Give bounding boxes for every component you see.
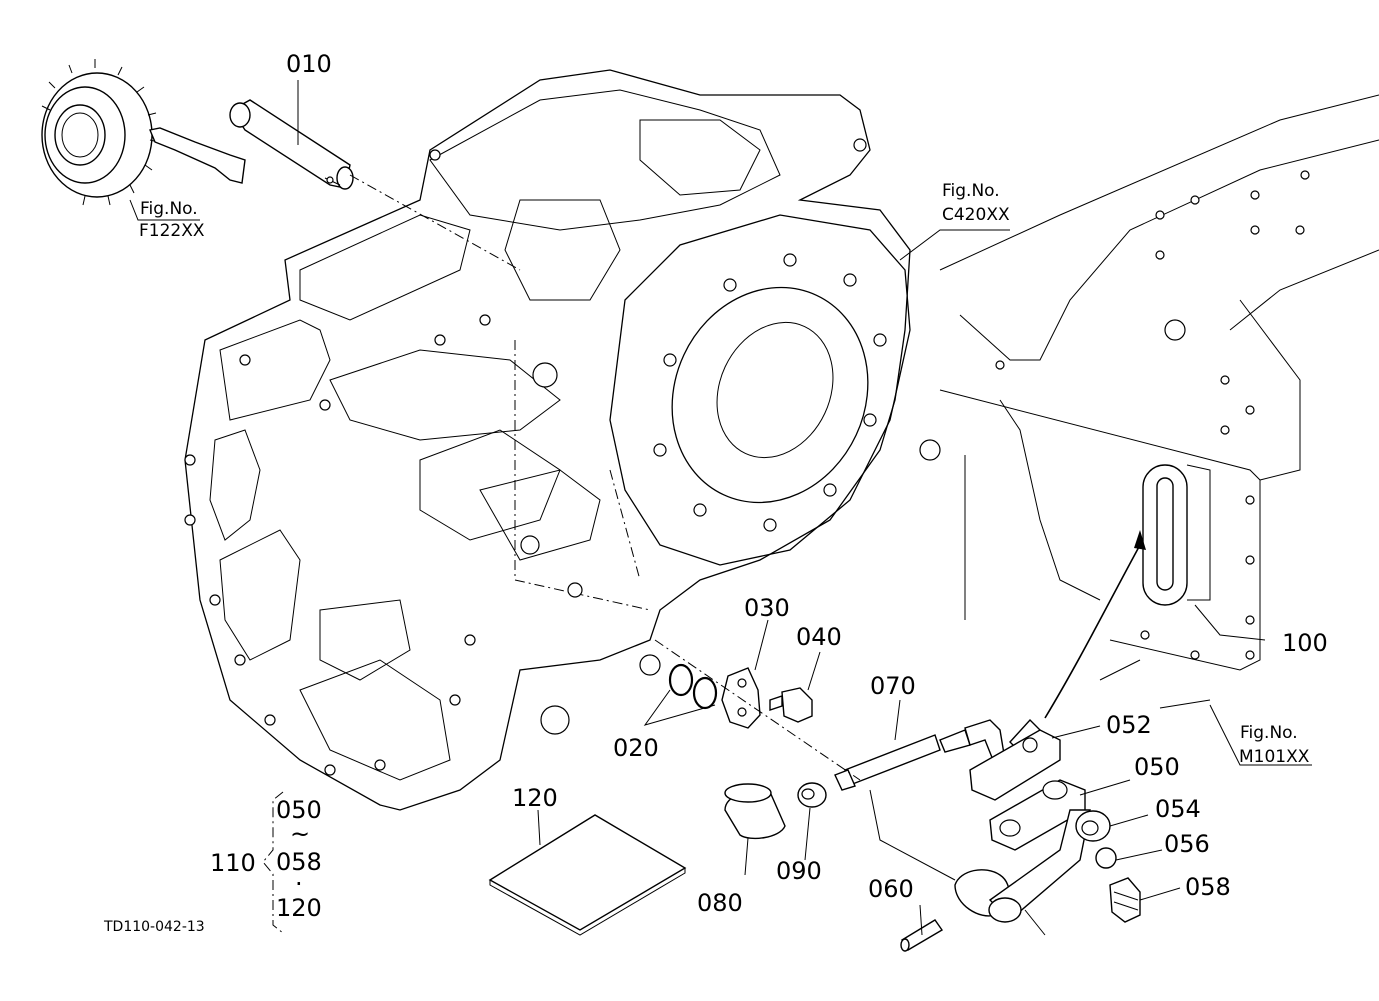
label-058: 058	[1185, 873, 1231, 901]
label-050: 050	[1134, 753, 1180, 781]
kit-last: 120	[276, 894, 322, 922]
fig-title: Fig.No.	[140, 199, 198, 219]
nut-090	[797, 782, 827, 808]
label-070: 070	[870, 672, 916, 700]
label-030: 030	[744, 594, 790, 622]
seal-sheet-120	[488, 814, 687, 936]
fig-code: M101XX	[1239, 747, 1310, 767]
frame-panel	[939, 94, 1379, 671]
kit-first: 050	[276, 796, 322, 824]
label-056: 056	[1164, 830, 1210, 858]
shift-arm-010	[149, 99, 354, 190]
fig-title: Fig.No.	[1240, 723, 1298, 743]
o-rings-020	[668, 663, 718, 710]
label-090: 090	[776, 857, 822, 885]
label-010: 010	[286, 50, 332, 78]
leader-lines	[129, 80, 1312, 936]
bracket-052	[969, 729, 1061, 801]
kit-range-mark: ~	[290, 820, 310, 848]
figure-ref-f122xx: Fig.No. F122XX	[139, 199, 205, 241]
figure-ref-m101xx: Fig.No. M101XX	[1239, 723, 1310, 767]
label-052: 052	[1106, 711, 1152, 739]
plug-080	[724, 783, 786, 840]
label-080: 080	[697, 889, 743, 917]
label-120: 120	[512, 784, 558, 812]
label-054: 054	[1155, 795, 1201, 823]
label-040: 040	[796, 623, 842, 651]
kit-dot: ·	[295, 870, 303, 898]
fitting-054	[1075, 810, 1111, 842]
fig-title: Fig.No.	[942, 181, 1000, 201]
fitting-058	[1109, 877, 1141, 923]
hose-loop	[954, 809, 1091, 936]
fig-code: C420XX	[942, 205, 1010, 225]
plate-030	[721, 667, 761, 729]
diagram-code: TD110-042-13	[103, 919, 205, 935]
label-020: 020	[613, 734, 659, 762]
figure-ref-c420xx: Fig.No. C420XX	[942, 181, 1010, 225]
kit-group-110: 050 ~ 058 · 120	[262, 791, 322, 934]
label-100: 100	[1282, 629, 1328, 657]
fig-code: F122XX	[139, 221, 205, 241]
label-060: 060	[868, 875, 914, 903]
sight-gauge-100	[1142, 464, 1211, 606]
bolt-040	[769, 687, 813, 723]
part-labels: 010 020 030 040 050 052 054 056 058 060 …	[210, 50, 1328, 917]
flange-plate	[609, 214, 941, 566]
transmission-housing	[184, 69, 911, 811]
gear-f122xx	[41, 59, 159, 206]
kit-middle: 058	[276, 848, 322, 876]
label-110: 110	[210, 849, 256, 877]
washer-056	[1095, 847, 1117, 869]
